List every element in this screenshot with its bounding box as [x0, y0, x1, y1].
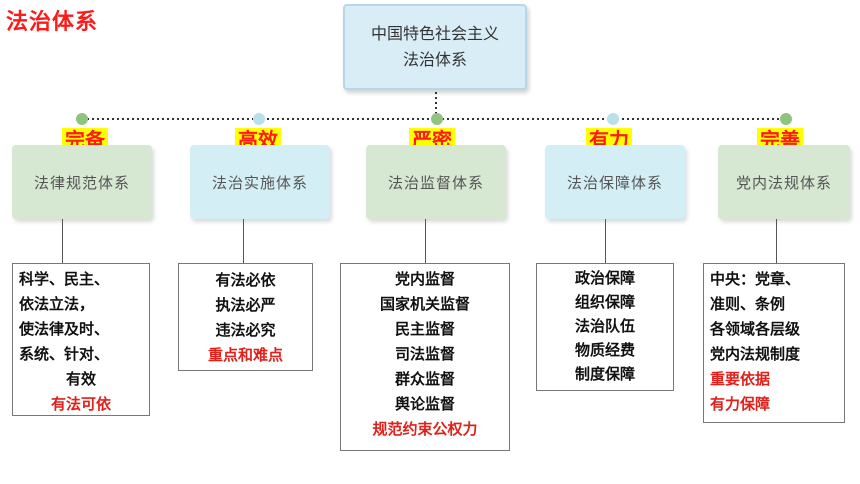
branch-dot [780, 113, 792, 125]
system-box: 法律规范体系 [12, 145, 152, 219]
detail-item: 违法必究 [215, 321, 276, 339]
system-box: 党内法规体系 [718, 145, 850, 219]
detail-item: 党内监督 [394, 270, 455, 288]
detail-item: 民主监督 [394, 320, 455, 338]
detail-item: 有效 [65, 370, 96, 388]
detail-item: 党内法规制度 [710, 345, 801, 363]
detail-item: 执法必严 [215, 296, 276, 314]
detail-item: 群众监督 [394, 370, 455, 388]
detail-item: 科学、民主、 [19, 270, 110, 288]
detail-item: 中央：党章、 [710, 270, 801, 288]
system-box: 法治保障体系 [545, 145, 685, 219]
system-box: 法治监督体系 [366, 145, 506, 219]
detail-highlight: 有法可依 [50, 395, 111, 413]
detail-highlight: 规范约束公权力 [372, 420, 478, 438]
detail-item: 有法必依 [215, 271, 276, 289]
detail-box: 有法必依 执法必严 违法必究 重点和难点 [178, 263, 313, 371]
detail-box: 中央：党章、 准则、条例 各领域各层级 党内法规制度 重要依据 有力保障 [703, 263, 845, 423]
detail-item: 舆论监督 [394, 395, 455, 413]
system-box: 法治实施体系 [190, 145, 330, 219]
detail-box: 政治保障 组织保障 法治队伍 物质经费 制度保障 [536, 263, 674, 391]
detail-item: 司法监督 [394, 345, 455, 363]
root-line-2: 法治体系 [402, 50, 467, 69]
detail-item: 依法立法， [19, 295, 95, 313]
detail-highlight: 重点和难点 [207, 346, 283, 364]
branch-dot [607, 113, 619, 125]
detail-box: 党内监督 国家机关监督 民主监督 司法监督 群众监督 舆论监督 规范约束公权力 [340, 263, 510, 451]
detail-item: 系统、针对、 [19, 345, 110, 363]
detail-item: 组织保障 [574, 293, 635, 311]
connector-line [776, 219, 777, 263]
detail-item: 政治保障 [574, 269, 635, 287]
detail-item: 准则、条例 [710, 295, 786, 313]
detail-item: 国家机关监督 [379, 295, 470, 313]
root-box: 中国特色社会主义 法治体系 [343, 4, 527, 90]
detail-item: 各领域各层级 [710, 320, 801, 338]
root-line-1: 中国特色社会主义 [370, 24, 499, 43]
connector-line [243, 219, 244, 263]
detail-box: 科学、民主、 依法立法， 使法律及时、 系统、针对、 有效 有法可依 [12, 263, 150, 416]
detail-item: 使法律及时、 [19, 320, 110, 338]
detail-highlight: 重要依据 [710, 370, 771, 388]
branch-dot [76, 113, 88, 125]
detail-item: 法治队伍 [574, 317, 635, 335]
connector-line [605, 219, 606, 263]
detail-item: 物质经费 [574, 341, 635, 359]
page-title: 法治体系 [6, 10, 99, 35]
detail-item: 制度保障 [574, 365, 635, 383]
branch-dot [431, 113, 443, 125]
detail-highlight: 有力保障 [710, 395, 771, 413]
branch-dot [253, 113, 265, 125]
connector-line [425, 219, 426, 263]
connector-line [62, 219, 63, 263]
